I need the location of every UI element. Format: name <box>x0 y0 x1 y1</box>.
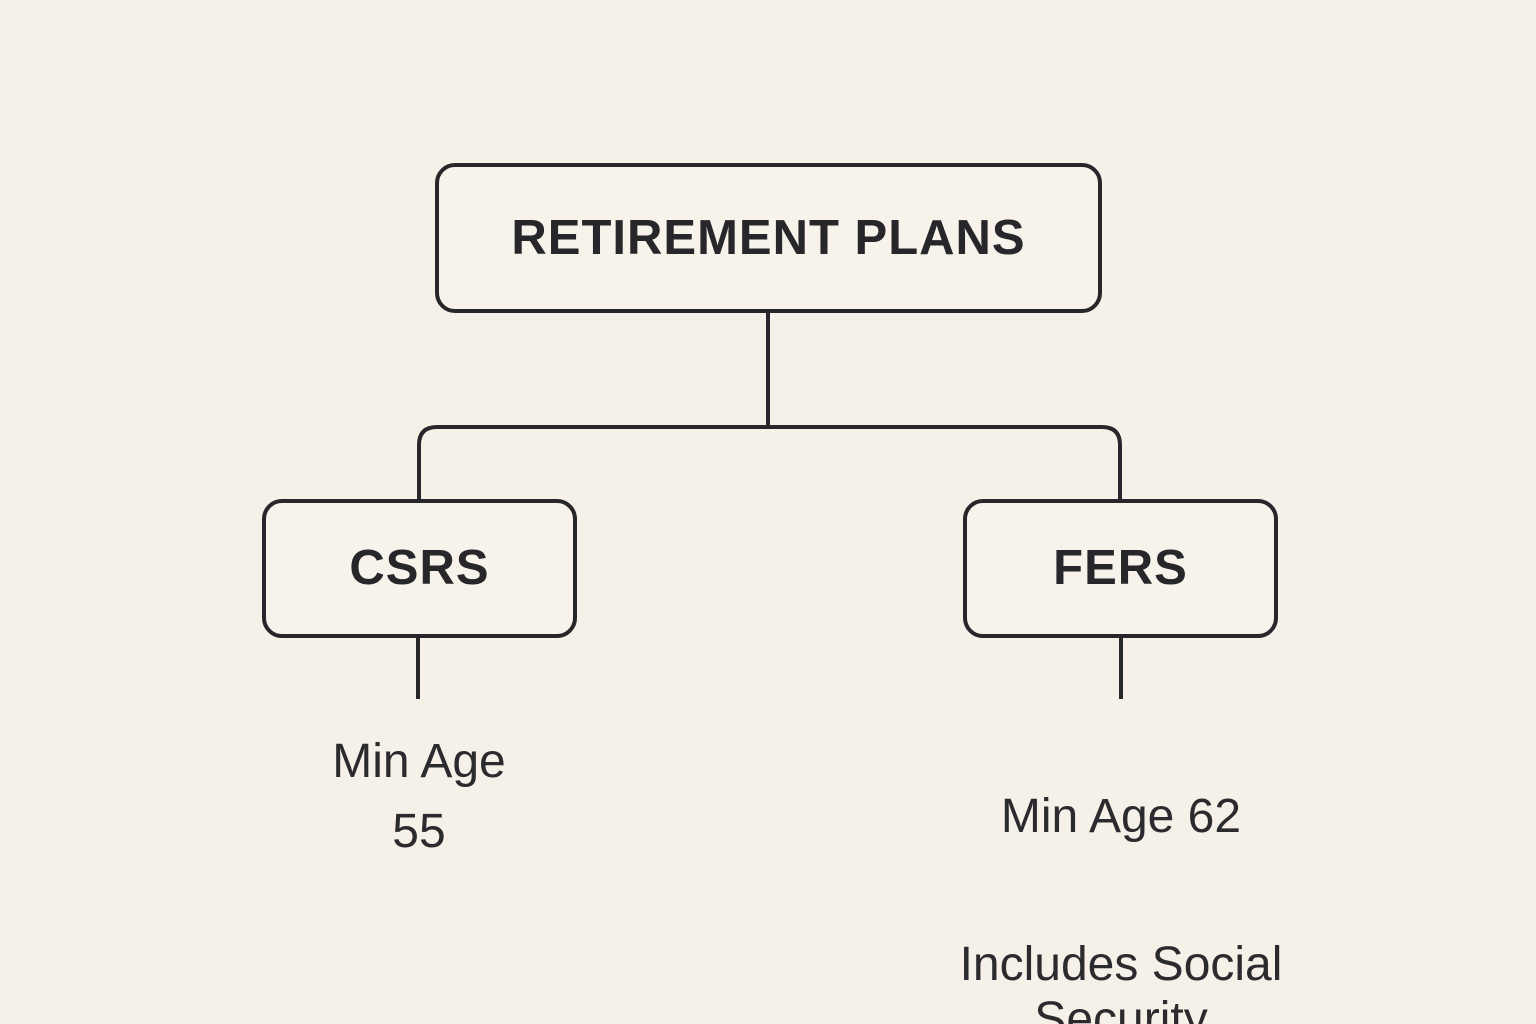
csrs-note: Min Age 55 <box>332 735 506 858</box>
root-node-retirement-plans: RETIREMENT PLANS <box>435 163 1102 313</box>
child-node-fers: FERS <box>963 499 1278 638</box>
fers-note: Min Age 62 Includes Social Security <box>921 718 1321 1024</box>
fers-node-label: FERS <box>1053 541 1188 595</box>
child-node-csrs: CSRS <box>262 499 577 638</box>
fers-note-min-age: Min Age 62 <box>1000 789 1242 843</box>
root-node-label: RETIREMENT PLANS <box>511 210 1026 265</box>
connector-rail <box>417 425 1122 501</box>
fers-note-social-security: Includes Social Security <box>959 937 1283 1024</box>
csrs-node-label: CSRS <box>349 541 490 595</box>
